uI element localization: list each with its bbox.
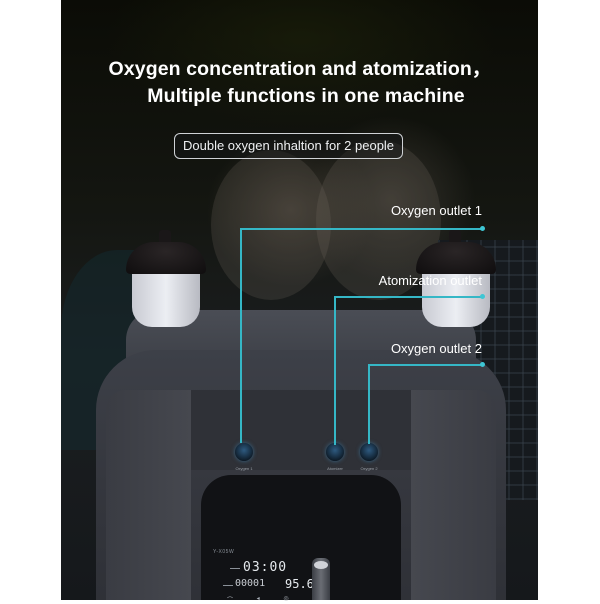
hour-counter-readout: 00001 xyxy=(235,578,266,589)
display-dash xyxy=(223,585,233,586)
cup-lid xyxy=(126,242,206,274)
port-recess xyxy=(191,390,411,470)
cup-jar xyxy=(422,272,490,327)
oxygen-concentrator xyxy=(96,300,506,600)
humidifier-cup-right xyxy=(416,230,496,327)
humidifier-cup-left xyxy=(126,230,206,327)
callout-line-h xyxy=(334,296,483,298)
callout-line-h xyxy=(240,228,483,230)
port-label-oxygen-2: Oxygen 2 xyxy=(360,466,378,471)
feature-badge: Double oxygen inhaltion for 2 people xyxy=(174,133,404,159)
atomize-icon[interactable]: ◂ xyxy=(256,596,260,602)
callout-line-v xyxy=(368,364,370,444)
callout-line-v xyxy=(240,228,242,443)
headline-line-2: Multiple functions in one machine xyxy=(147,85,465,107)
lcd-display: Y-X05W 03:00 00001 95.6 ⌒ ◂ ◎ ⏻ xyxy=(205,545,325,604)
timer-readout: 03:00 xyxy=(243,560,288,575)
callout-line-h xyxy=(368,364,483,366)
callout-line-v xyxy=(334,296,336,445)
callout-dot xyxy=(480,294,485,299)
atomization-outlet-port[interactable] xyxy=(326,443,344,461)
port-label-atomizer: Atomizer xyxy=(327,466,343,471)
control-panel xyxy=(201,475,401,600)
callout-oxygen-outlet-2: Oxygen outlet 2 xyxy=(390,341,482,356)
oxygen-outlet-1-port[interactable] xyxy=(235,443,253,461)
cup-jar xyxy=(132,272,200,327)
callout-oxygen-outlet-1: Oxygen outlet 1 xyxy=(390,203,482,218)
headline: Oxygen concentration and atomization， Mu… xyxy=(0,56,600,110)
machine-side-left xyxy=(106,390,191,600)
cup-lid xyxy=(416,242,496,274)
model-label: Y-X05W xyxy=(213,549,235,555)
machine-side-right xyxy=(411,390,496,600)
port-label-oxygen-1: Oxygen 1 xyxy=(235,466,253,471)
callout-atomization-outlet: Atomization outlet xyxy=(378,273,482,288)
oxygen-purity-readout: 95.6 xyxy=(285,577,314,591)
flowmeter-knob[interactable] xyxy=(312,558,330,600)
oxygen-outlet-2-port[interactable] xyxy=(360,443,378,461)
background-person-woman xyxy=(211,150,331,300)
display-dash xyxy=(230,568,240,569)
product-banner xyxy=(61,0,538,600)
alarm-icon[interactable]: ◎ xyxy=(283,596,289,602)
headline-line-1: Oxygen concentration and atomization， xyxy=(108,58,492,80)
callout-dot xyxy=(480,362,485,367)
callout-dot xyxy=(480,226,485,231)
